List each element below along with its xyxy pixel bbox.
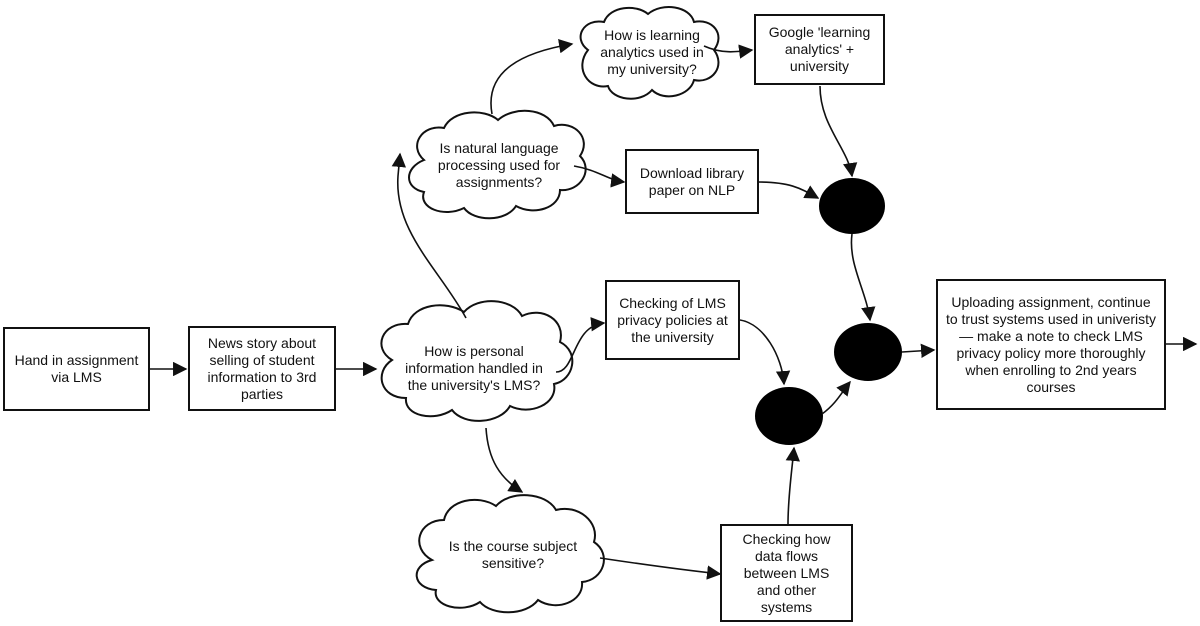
- edge-policies-to-joint: [739, 319, 791, 386]
- cloud-analytics-label: How is learning analytics used in my uni…: [600, 26, 704, 77]
- box-uploading: Uploading assignment, continue to trust …: [936, 279, 1166, 410]
- edge-middle-to-uploading: [901, 343, 936, 358]
- cloud-personal-info: [380, 300, 574, 422]
- box-hand-in: Hand in assignment via LMS: [3, 327, 150, 411]
- edge-personal-to-sensitive: [485, 427, 524, 493]
- joint-upper: [819, 178, 885, 234]
- edge-nlp-to-download: [573, 165, 626, 188]
- cloud-personal-info-label: How is personal information handled in t…: [405, 342, 543, 393]
- box-download: Download library paper on NLP: [625, 149, 759, 214]
- box-google: Google 'learning analytics' + university: [754, 14, 885, 85]
- edge-joint-upper-to-middle: [850, 233, 876, 322]
- joint-middle: [834, 323, 902, 381]
- box-checking-flows: Checking how data flows between LMS and …: [720, 524, 853, 622]
- edge-nlp-to-analytics: [490, 39, 574, 115]
- edge-personal-to-nlp: [391, 152, 467, 319]
- edge-google-to-joint: [819, 85, 858, 178]
- cloud-nlp: [408, 109, 587, 220]
- edge-lower-to-middle: [821, 380, 851, 415]
- cloud-sensitive: [415, 494, 605, 614]
- edge-flows-to-joint: [785, 446, 800, 525]
- edge-sensitive-to-flows: [599, 557, 722, 580]
- box-checking-policies: Checking of LMS privacy policies at the …: [605, 280, 740, 360]
- box-news-story: News story about selling of student info…: [188, 326, 336, 411]
- edge-analytics-to-google: [703, 44, 754, 59]
- joint-lower: [755, 387, 823, 445]
- cloud-sensitive-label: Is the course subject sensitive?: [448, 538, 578, 571]
- cloud-nlp-label: Is natural language processing used for …: [437, 139, 561, 190]
- edge-personal-to-policies: [555, 317, 606, 373]
- edge-download-to-joint: [757, 181, 820, 199]
